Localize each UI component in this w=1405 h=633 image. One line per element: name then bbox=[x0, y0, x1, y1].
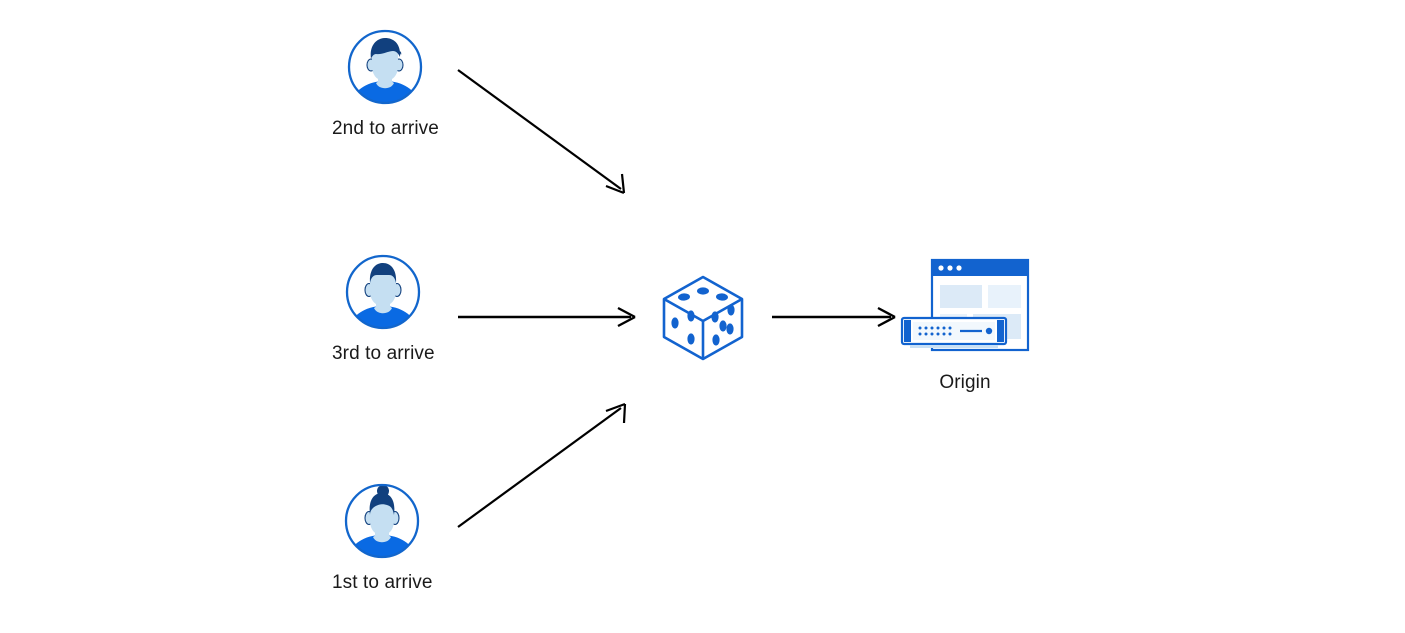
node-origin[interactable]: Origin bbox=[900, 258, 1030, 395]
arrow-3rd-to-dice bbox=[458, 306, 636, 328]
rack-server-device bbox=[900, 316, 1008, 348]
node-label-origin: Origin bbox=[939, 372, 991, 393]
node-label-visitor-3rd: 3rd to arrive bbox=[332, 343, 435, 364]
arrow-dice-to-origin bbox=[772, 306, 896, 328]
node-label-visitor-2nd: 2nd to arrive bbox=[332, 118, 439, 139]
node-randomizer[interactable] bbox=[658, 272, 748, 364]
user-avatar-icon bbox=[343, 482, 421, 560]
node-visitor-1st[interactable]: 1st to arrive bbox=[332, 482, 433, 595]
user-avatar-icon bbox=[344, 253, 422, 331]
arrow-2nd-to-dice bbox=[457, 69, 626, 195]
user-avatar-icon bbox=[346, 28, 424, 106]
node-visitor-3rd[interactable]: 3rd to arrive bbox=[332, 253, 435, 366]
arrow-1st-to-dice bbox=[457, 402, 627, 528]
node-visitor-2nd[interactable]: 2nd to arrive bbox=[332, 28, 439, 141]
origin-server-icon bbox=[900, 258, 1030, 358]
dice-icon bbox=[658, 272, 748, 364]
node-label-visitor-1st: 1st to arrive bbox=[332, 572, 433, 593]
